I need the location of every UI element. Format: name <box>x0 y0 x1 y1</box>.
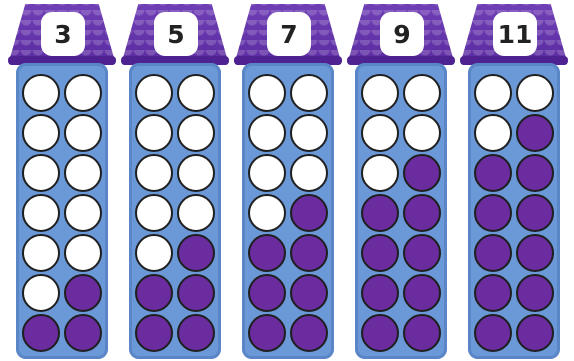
counter-empty <box>64 154 102 192</box>
counter-filled <box>516 314 554 352</box>
tower-2: 5 <box>121 0 229 361</box>
number-plate: 3 <box>43 14 83 54</box>
counter-empty <box>248 74 286 112</box>
tower-number: 7 <box>280 22 297 47</box>
counter-empty <box>177 114 215 152</box>
counter-empty <box>403 74 441 112</box>
number-plate: 5 <box>156 14 196 54</box>
counter-empty <box>177 154 215 192</box>
counter-empty <box>135 194 173 232</box>
counter-filled <box>248 314 286 352</box>
tower-number: 11 <box>498 22 533 47</box>
counter-filled <box>516 234 554 272</box>
counter-empty <box>135 114 173 152</box>
counter-grid <box>134 73 216 353</box>
tower-body <box>468 63 560 359</box>
tower-4: 9 <box>347 0 455 361</box>
tower-number: 3 <box>54 22 71 47</box>
counter-filled <box>64 274 102 312</box>
counter-grid <box>473 73 555 353</box>
counter-empty <box>64 74 102 112</box>
counter-empty <box>22 234 60 272</box>
counter-empty <box>361 74 399 112</box>
counter-empty <box>361 114 399 152</box>
counter-empty <box>22 274 60 312</box>
counter-filled <box>474 194 512 232</box>
counter-empty <box>516 74 554 112</box>
counter-filled <box>361 314 399 352</box>
counter-filled <box>177 314 215 352</box>
counter-filled <box>290 234 328 272</box>
counter-empty <box>22 194 60 232</box>
counter-filled <box>403 314 441 352</box>
number-plate: 11 <box>495 14 535 54</box>
counter-grid <box>21 73 103 353</box>
counter-empty <box>403 114 441 152</box>
counter-filled <box>290 194 328 232</box>
counter-grid <box>247 73 329 353</box>
counter-empty <box>474 74 512 112</box>
counter-filled <box>516 114 554 152</box>
counter-filled <box>361 234 399 272</box>
counter-filled <box>248 274 286 312</box>
counter-empty <box>290 154 328 192</box>
counter-empty <box>135 234 173 272</box>
counter-empty <box>64 194 102 232</box>
tower-number: 9 <box>393 22 410 47</box>
counter-empty <box>135 74 173 112</box>
tower-number: 5 <box>167 22 184 47</box>
number-plate: 7 <box>269 14 309 54</box>
tower-5: 11 <box>460 0 568 361</box>
counter-filled <box>290 274 328 312</box>
counter-filled <box>22 314 60 352</box>
counter-filled <box>135 274 173 312</box>
counter-empty <box>135 154 173 192</box>
counter-filled <box>403 154 441 192</box>
counter-empty <box>177 74 215 112</box>
counter-empty <box>22 114 60 152</box>
counter-empty <box>248 154 286 192</box>
counter-filled <box>135 314 173 352</box>
counter-empty <box>290 114 328 152</box>
counter-filled <box>516 154 554 192</box>
tower-1: 3 <box>8 0 116 361</box>
tower-3: 7 <box>234 0 342 361</box>
tower-body <box>355 63 447 359</box>
tower-body <box>129 63 221 359</box>
counter-filled <box>248 234 286 272</box>
counter-filled <box>474 314 512 352</box>
counter-filled <box>474 274 512 312</box>
counter-empty <box>22 154 60 192</box>
counter-empty <box>22 74 60 112</box>
counter-filled <box>403 234 441 272</box>
counter-filled <box>516 194 554 232</box>
counter-filled <box>290 314 328 352</box>
counter-empty <box>248 194 286 232</box>
counter-empty <box>177 194 215 232</box>
counter-filled <box>64 314 102 352</box>
counter-empty <box>64 234 102 272</box>
counter-empty <box>361 154 399 192</box>
counter-filled <box>516 274 554 312</box>
counter-empty <box>248 114 286 152</box>
counter-filled <box>177 274 215 312</box>
counter-filled <box>474 154 512 192</box>
counter-filled <box>361 194 399 232</box>
tower-body <box>16 63 108 359</box>
number-plate: 9 <box>382 14 422 54</box>
counter-filled <box>177 234 215 272</box>
tower-body <box>242 63 334 359</box>
counter-grid <box>360 73 442 353</box>
counter-filled <box>474 234 512 272</box>
counter-empty <box>290 74 328 112</box>
counter-empty <box>64 114 102 152</box>
counter-filled <box>361 274 399 312</box>
counter-filled <box>403 274 441 312</box>
counter-filled <box>403 194 441 232</box>
counter-empty <box>474 114 512 152</box>
